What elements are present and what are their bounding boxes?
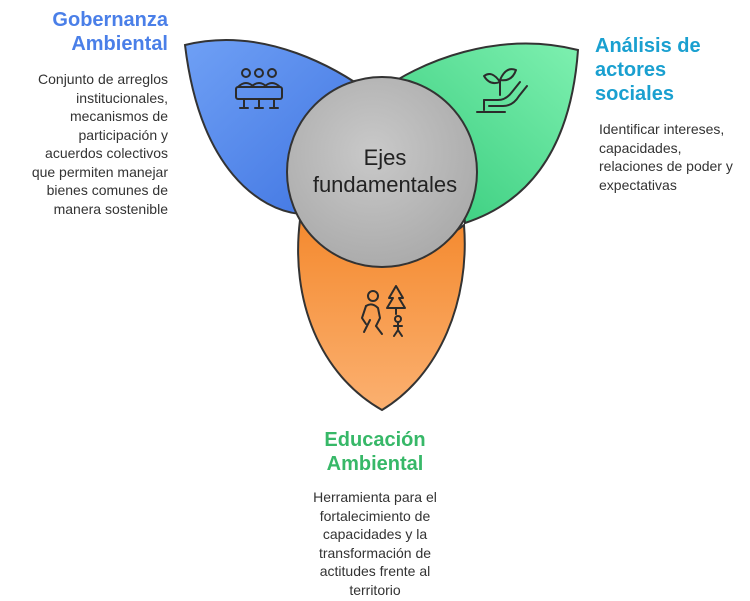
gobernanza-desc-line: participación y (78, 126, 169, 143)
educacion-title-line1: Educación (324, 429, 426, 451)
educacion-desc-line: territorio (349, 581, 401, 598)
gobernanza-desc-line: bienes comunes de (46, 182, 168, 198)
gobernanza-desc-line: acuerdos colectivos (45, 145, 168, 161)
analisis-desc-line: expectativas (599, 176, 677, 193)
center-label-line2: fundamentales (313, 172, 457, 197)
meeting-people-icon (235, 68, 283, 109)
analisis-title-line2: actores (595, 59, 667, 81)
hiker-tree-icon (361, 285, 406, 337)
analisis-desc-line: capacidades, (599, 139, 682, 156)
educacion-desc-line: actitudes frente al (319, 563, 431, 579)
educacion-block: Educación Ambiental Herramienta para el … (270, 428, 480, 599)
gobernanza-desc-line: institucionales, (76, 89, 168, 106)
gobernanza-title-line1: Gobernanza (52, 9, 168, 31)
analisis-description: Identificar intereses, capacidades, rela… (583, 120, 750, 194)
analisis-desc-line: relaciones de poder y (599, 158, 733, 174)
gobernanza-title-line2: Ambiental (71, 33, 168, 55)
gobernanza-desc-line: Conjunto de arreglos (38, 71, 168, 87)
analisis-title-line1: Análisis de (595, 35, 701, 57)
gobernanza-block: Gobernanza Ambiental Conjunto de arreglo… (0, 8, 168, 218)
educacion-desc-line: transformación de (318, 544, 432, 561)
educacion-desc-line: capacidades y la (322, 526, 428, 542)
analisis-block: Análisis de actores sociales Identificar… (583, 34, 750, 194)
analisis-desc-line: Identificar intereses, (599, 121, 725, 137)
educacion-title-line2: Ambiental (326, 453, 424, 475)
educacion-desc-line: fortalecimiento de (319, 507, 431, 524)
gobernanza-desc-line: mecanismos de (69, 108, 168, 124)
analisis-title-line3: sociales (595, 83, 674, 105)
center-circle (286, 76, 478, 268)
gobernanza-desc-line: manera sostenible (53, 200, 168, 217)
gobernanza-desc-line: que permiten manejar (31, 163, 168, 180)
gobernanza-description: Conjunto de arreglos institucionales, me… (0, 70, 168, 218)
plant-in-hand-icon (476, 68, 528, 113)
center-label-line1: Ejes (364, 145, 407, 170)
educacion-desc-line: Herramienta para el (313, 489, 437, 505)
educacion-description: Herramienta para el fortalecimiento de c… (270, 488, 480, 599)
